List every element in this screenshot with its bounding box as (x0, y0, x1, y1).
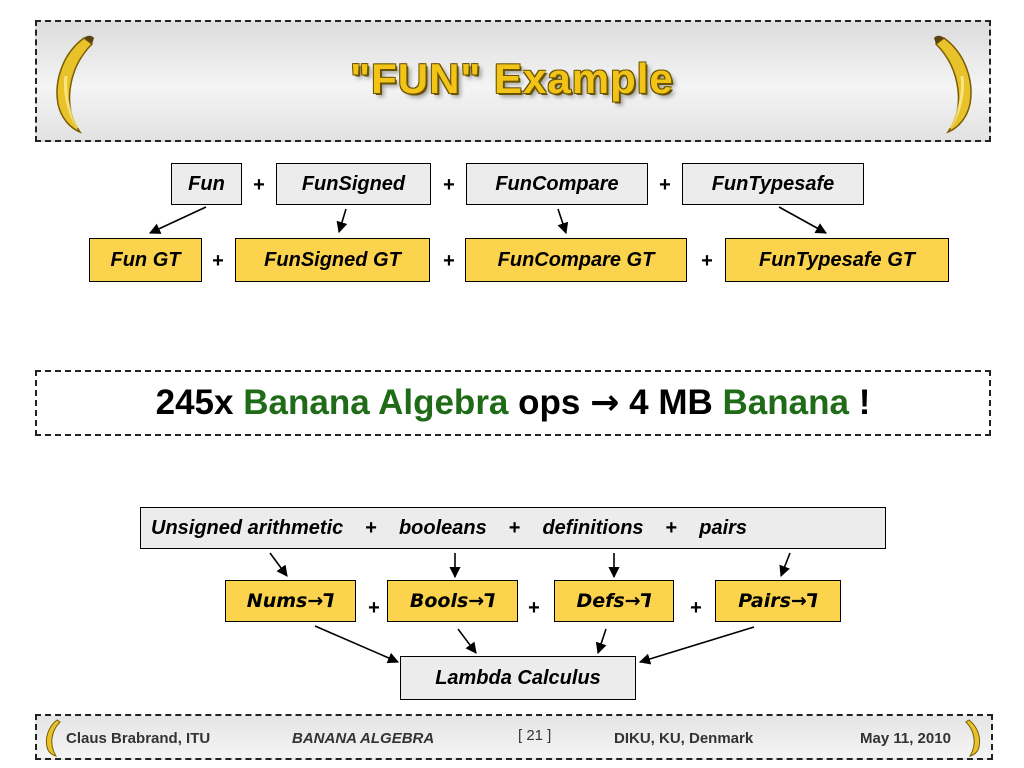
arrow-nums-lambda (314, 625, 400, 664)
footer-bar (35, 714, 993, 760)
plus-sign: + (365, 516, 377, 539)
footer-place: DIKU, KU, Denmark (614, 730, 754, 747)
ops-banner: 245x Banana Algebra ops → 4 MB Banana ! (35, 370, 991, 436)
arrow-funcompare (557, 208, 569, 235)
box-funsigned: FunSigned (276, 163, 431, 205)
arrow-pairs-lambda (638, 626, 755, 665)
title-banner (35, 20, 991, 142)
arrow-funsigned (336, 208, 348, 234)
banana-right-icon (934, 35, 972, 134)
box-pairs-lambda: Pairs→⅂ (715, 580, 841, 622)
feature-pairs: pairs (699, 516, 748, 539)
arrow-unsigned (269, 552, 288, 577)
plus-sign: + (528, 597, 540, 619)
box-nums-lambda: Nums→⅂ (225, 580, 356, 622)
count-text: 245x (155, 383, 234, 422)
feature-definitions: definitions (542, 516, 644, 539)
box-bools-lambda: Bools→⅂ (387, 580, 518, 622)
footer-banana-right-icon (965, 719, 981, 757)
banana-text: Banana (722, 383, 849, 422)
arrow-pairs (779, 552, 791, 578)
plus-sign: + (659, 174, 671, 196)
box-funtypesafe-gt: FunTypesafe GT (725, 238, 949, 282)
box-fun-gt: Fun GT (89, 238, 202, 282)
arrow-funtypesafe (778, 206, 827, 234)
plus-sign: + (690, 597, 702, 619)
plus-sign: + (443, 174, 455, 196)
footer-date: May 11, 2010 (860, 730, 951, 747)
plus-sign: + (508, 516, 521, 539)
feature-unsigned: Unsigned arithmetic (151, 516, 344, 539)
box-funcompare-gt: FunCompare GT (465, 238, 687, 282)
plus-sign: + (665, 516, 678, 539)
arrow-defs-lambda (595, 628, 607, 655)
arrow-bools-lambda (457, 628, 477, 654)
algebra-text: Banana Algebra (243, 383, 509, 422)
arrow-fun (148, 206, 207, 234)
size-text: 4 MB (629, 383, 713, 422)
plus-sign: + (701, 250, 713, 272)
footer-course: BANANA ALGEBRA (292, 730, 435, 747)
box-funsigned-gt: FunSigned GT (235, 238, 430, 282)
bang-text: ! (858, 383, 871, 422)
plus-sign: + (368, 597, 380, 619)
ops-text: ops (518, 383, 581, 422)
footer-author: Claus Brabrand, ITU (66, 730, 211, 747)
page-title: "FUN" Example (350, 55, 674, 102)
features-box: Unsigned arithmetic + booleans + definit… (140, 507, 886, 549)
box-lambda-calculus: Lambda Calculus (400, 656, 636, 700)
feature-booleans: booleans (398, 516, 487, 539)
footer-page: [ 21 ] (518, 727, 552, 744)
banana-left-icon (56, 35, 94, 134)
plus-sign: + (253, 174, 265, 196)
plus-sign: + (443, 250, 455, 272)
box-funtypesafe: FunTypesafe (682, 163, 864, 205)
box-defs-lambda: Defs→⅂ (554, 580, 674, 622)
box-fun: Fun (171, 163, 242, 205)
plus-sign: + (212, 250, 224, 272)
arrow-text: → (590, 383, 620, 423)
box-funcompare: FunCompare (466, 163, 648, 205)
footer-banana-left-icon (45, 719, 61, 757)
